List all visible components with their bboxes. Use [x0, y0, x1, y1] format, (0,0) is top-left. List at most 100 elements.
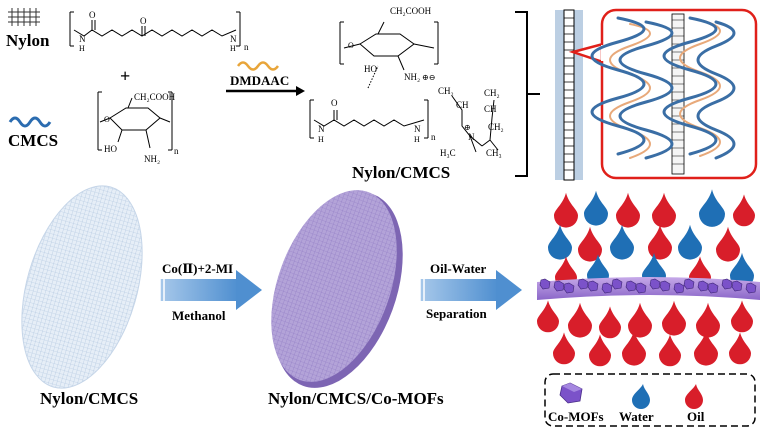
cmcs-subscript-n: n	[174, 146, 179, 156]
product-subscript-n: n	[431, 132, 436, 142]
oil-droplet	[733, 194, 755, 227]
product-ho: HO	[364, 64, 377, 74]
mof-crystal	[707, 282, 719, 294]
mof-crystal	[721, 278, 733, 290]
product-cooh: CH₂COOH	[390, 6, 432, 16]
mof-crystal	[601, 282, 613, 294]
oil-droplet	[553, 332, 575, 365]
cmcs-ring-unit	[97, 91, 173, 151]
nylon-subscript-n: n	[244, 42, 249, 52]
water-droplet	[699, 189, 725, 227]
membrane-mid-label: Nylon/CMCS/Co-MOFs	[268, 389, 444, 408]
nylon-h2: H	[230, 44, 236, 53]
filtrate-droplets	[537, 300, 753, 367]
mof-crystal	[659, 280, 671, 292]
cmcs-nh2: NH₂	[144, 154, 160, 164]
mof-crystal	[577, 278, 589, 290]
oil-droplet	[537, 300, 559, 333]
dmdaac-structure	[451, 95, 499, 153]
nylon-cmcs-membrane	[21, 185, 143, 389]
mof-crystal	[683, 278, 695, 290]
oil-droplet	[599, 306, 621, 339]
oil-droplet	[568, 302, 592, 338]
oil-droplet	[628, 302, 652, 338]
legend-label-co-mofs: Co-MOFs	[548, 409, 604, 424]
product-nylon-unit	[309, 99, 429, 139]
product-h2: H	[414, 135, 420, 144]
mof-crystal	[649, 278, 661, 290]
mof-crystal	[697, 280, 709, 292]
dmdaac-cation: ⊕	[464, 123, 471, 132]
oil-droplet	[696, 302, 720, 338]
dmdaac-ch-a: CH	[456, 100, 469, 110]
oil-drop-icon	[685, 384, 703, 409]
product-h1: H	[318, 135, 324, 144]
mof-crystal	[635, 282, 647, 294]
oil-droplet	[659, 334, 681, 367]
mof-crystal	[731, 280, 743, 292]
cmcs-cooh: CH₂COOH	[134, 92, 176, 102]
plus-sign: +	[120, 66, 130, 86]
legend: Co-MOFs Water Oil	[544, 373, 756, 427]
oil-droplet	[648, 224, 672, 260]
cmcs-ring-o: O	[104, 115, 110, 124]
dmdaac-wave-icon	[236, 61, 280, 71]
mof-crystal	[625, 280, 637, 292]
water-droplet	[730, 252, 754, 288]
step1-top-label: Co(Ⅱ)+2-MI	[162, 261, 233, 276]
grouping-bracket	[515, 11, 540, 177]
water-droplet	[548, 224, 572, 260]
dmdaac-h3c: H₃C	[440, 148, 456, 158]
nylon-mesh-icon	[8, 8, 40, 26]
product-cmcs-unit	[339, 21, 439, 89]
dmdaac-n: N	[468, 132, 475, 142]
mof-crystal	[563, 282, 575, 294]
oil-droplet	[589, 334, 611, 367]
legend-label-oil: Oil	[687, 409, 705, 424]
step1-bottom-label: Methanol	[172, 308, 226, 323]
dmdaac-ch2-b: CH₂	[484, 88, 500, 98]
dmdaac-label: DMDAAC	[230, 73, 289, 88]
product-n2: N	[414, 124, 421, 134]
water-droplet	[610, 224, 634, 260]
process-arrow-1	[159, 270, 262, 310]
mof-crystal	[673, 282, 685, 294]
product-ring-o: O	[348, 41, 354, 50]
product-ion-pair: ⊕⊖	[422, 73, 435, 82]
product-nh2: NH₂	[404, 72, 420, 82]
oil-droplet	[716, 226, 740, 262]
process-arrow-2	[419, 270, 522, 310]
oil-droplet	[652, 192, 676, 228]
oil-droplet	[616, 192, 640, 228]
reaction-arrow	[226, 86, 305, 96]
cmcs-wave-icon	[8, 116, 52, 128]
oil-droplet	[662, 300, 686, 336]
oil-droplet	[731, 300, 753, 333]
dmdaac-ch-b: CH	[484, 104, 497, 114]
nylon-n2: N	[230, 34, 237, 44]
step2-top-label: Oil-Water	[430, 261, 487, 276]
nylon-h1: H	[79, 44, 85, 53]
mof-crystal	[611, 278, 623, 290]
nylon-cmcs-co-mofs-membrane	[271, 190, 403, 388]
mof-crystal	[745, 282, 757, 294]
membrane-mof-crystals	[539, 278, 757, 294]
product-n1: N	[318, 124, 325, 134]
oil-droplet	[622, 330, 646, 366]
mof-crystal	[539, 278, 551, 290]
feed-droplets	[548, 189, 755, 289]
nylon-label: Nylon	[6, 31, 50, 50]
mof-crystal	[587, 280, 599, 292]
dmdaac-ch2-a: CH₂	[438, 86, 454, 96]
nylon-repeat-unit	[69, 11, 241, 47]
product-o: O	[331, 98, 338, 108]
dmdaac-ch3: CH₃	[486, 148, 502, 158]
oil-droplet	[578, 226, 602, 262]
dmdaac-ch2-c: CH₂	[488, 122, 504, 132]
legend-label-water: Water	[619, 409, 654, 424]
step2-bottom-label: Separation	[426, 306, 487, 321]
mof-crystal	[553, 280, 565, 292]
oil-droplet	[694, 330, 718, 366]
water-droplet	[584, 190, 608, 226]
